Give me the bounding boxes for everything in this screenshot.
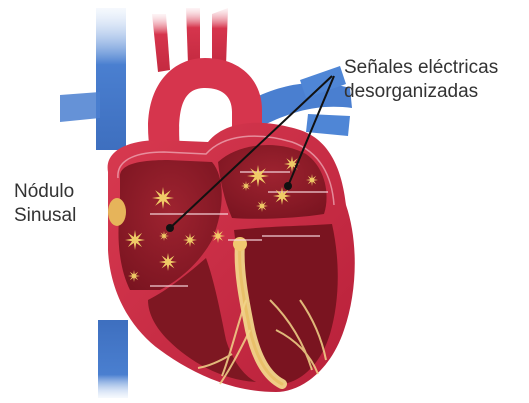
leader-dot-1 <box>166 224 174 232</box>
spark-icon <box>159 253 177 271</box>
inferior-vena-cava <box>98 320 128 398</box>
spark-icon <box>306 174 318 186</box>
superior-vena-cava <box>96 8 126 150</box>
spark-icon <box>247 165 269 187</box>
spark-icon <box>128 270 140 282</box>
electrical-signals-label-line-2: desorganizadas <box>344 80 498 104</box>
sinus-node-label-line-2: Sinusal <box>14 204 76 228</box>
electrical-signals-label-line-1: Señales eléctricas <box>344 56 498 80</box>
leader-dot-2 <box>284 182 292 190</box>
av-node <box>233 237 247 251</box>
aorta-branch-1 <box>152 14 170 72</box>
aorta-branch-2 <box>186 8 200 64</box>
left-pulmonary-vessel <box>60 92 100 122</box>
spark-icon <box>183 233 197 247</box>
aorta-branch-3 <box>212 8 228 66</box>
spark-icon <box>159 231 169 241</box>
electrical-signals-label: Señales eléctricas desorganizadas <box>344 56 498 104</box>
spark-icon <box>211 229 225 243</box>
spark-icon <box>256 200 268 212</box>
sinus-node <box>108 198 126 226</box>
spark-icon <box>152 187 174 209</box>
sinus-node-label-line-1: Nódulo <box>14 180 76 204</box>
sinus-node-label: Nódulo Sinusal <box>14 180 76 228</box>
spark-icon <box>125 230 145 250</box>
spark-icon <box>241 181 251 191</box>
